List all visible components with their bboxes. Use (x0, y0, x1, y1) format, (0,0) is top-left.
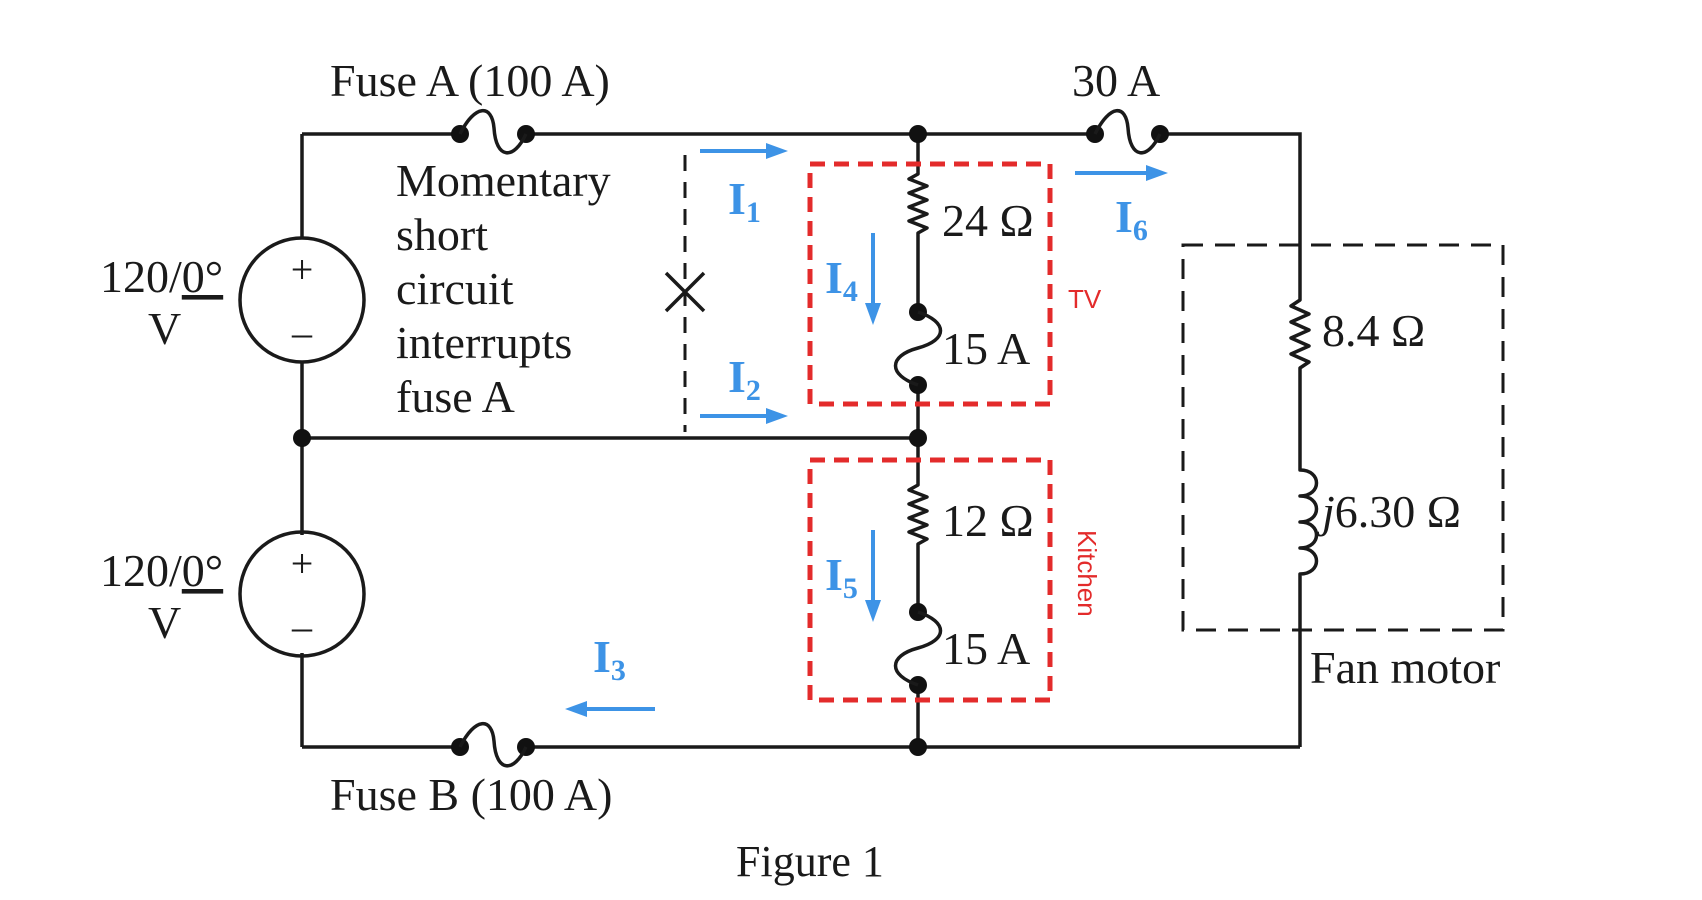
resistor-24-label: 24 Ω (942, 195, 1034, 246)
plus-sign: + (291, 247, 314, 292)
note-line: circuit (396, 263, 514, 314)
current-arrow-i3 (565, 701, 655, 717)
inductor-label: j6.30 Ω (1317, 486, 1461, 537)
current-arrow-i1 (700, 143, 788, 159)
short-circuit-note: Momentary short circuit interrupts fuse … (396, 155, 611, 422)
current-arrow-i5 (865, 530, 881, 622)
minus-sign: – (291, 310, 313, 355)
short-circuit-x-mark (664, 271, 706, 313)
current-label-i2: I2 (728, 351, 761, 407)
minus-sign: – (291, 604, 313, 649)
current-arrow-i6 (1075, 165, 1168, 181)
resistor-24-ohm (907, 164, 929, 250)
fuse-tv-label: 15 A (942, 323, 1030, 374)
resistor-8-4-label: 8.4 Ω (1322, 305, 1425, 356)
source-bottom-value: 120/0° (100, 545, 223, 596)
current-label-i6: I6 (1115, 191, 1148, 247)
kitchen-group-label: Kitchen (1072, 530, 1102, 617)
figure-caption: Figure 1 (736, 837, 884, 886)
current-label-i3: I3 (593, 631, 626, 687)
current-arrow-i2 (700, 408, 788, 424)
note-line: short (396, 209, 488, 260)
voltage-source-top: + – (238, 236, 366, 364)
fan-motor-box (1181, 243, 1505, 632)
resistor-12-ohm (907, 475, 929, 560)
tv-box (807, 161, 1053, 407)
current-label-i4: I4 (825, 252, 858, 308)
source-bottom-unit: V (148, 597, 181, 648)
top-rail-wire (302, 132, 1302, 180)
junction-dots (293, 125, 927, 756)
tv-group-label: TV (1068, 284, 1102, 314)
current-arrow-i4 (865, 233, 881, 325)
note-line: Momentary (396, 155, 611, 206)
current-label-i1: I1 (728, 173, 761, 229)
resistor-12-label: 12 Ω (942, 495, 1034, 546)
fuse-b (451, 722, 535, 768)
source-top-label: 120/0° V (100, 251, 223, 354)
fan-motor-label: Fan motor (1310, 642, 1500, 693)
note-line: fuse A (396, 371, 515, 422)
fuse-kitchen (893, 603, 942, 694)
fuse-a-label: Fuse A (100 A) (330, 55, 610, 106)
fuse-30a-label: 30 A (1072, 55, 1160, 106)
fuse-tv (893, 303, 942, 394)
fuse-30a (1086, 109, 1169, 155)
fuse-kitchen-label: 15 A (942, 623, 1030, 674)
source-bottom-label: 120/0° V (100, 545, 223, 648)
inductor-j6-30-ohm (1298, 460, 1319, 590)
voltage-source-bottom: + – (238, 530, 366, 658)
resistor-8-4-ohm (1289, 290, 1311, 385)
current-label-i5: I5 (825, 549, 858, 605)
fuse-a (451, 109, 535, 155)
source-top-value: 120/0° (100, 251, 223, 302)
kitchen-box (807, 457, 1053, 703)
fuse-b-label: Fuse B (100 A) (330, 769, 612, 820)
source-top-unit: V (148, 303, 181, 354)
plus-sign: + (291, 541, 314, 586)
note-line: interrupts (396, 317, 572, 368)
